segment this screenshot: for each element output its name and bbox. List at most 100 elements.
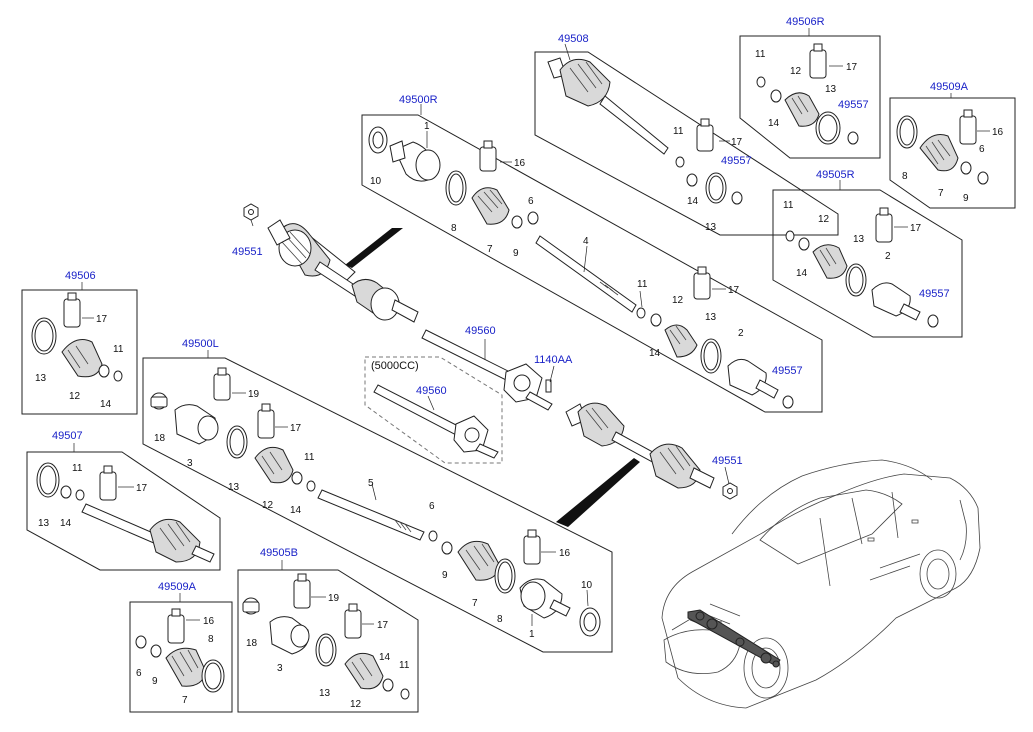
item-11-49506R: 11	[755, 49, 766, 60]
item-6-49509A-right: 6	[979, 144, 985, 155]
boot-12-49506R	[784, 92, 820, 127]
item-16-49500L: 16	[559, 548, 571, 559]
ring-11-49508	[675, 156, 685, 168]
item-11-49508: 11	[673, 126, 684, 137]
grease-16-49509A-right	[959, 115, 977, 145]
shaft-4	[535, 235, 637, 313]
item-11-49500L: 11	[304, 452, 315, 463]
lower-right-shaft-assembly	[565, 402, 715, 489]
item-12-49505B: 12	[350, 699, 362, 710]
label-49508[interactable]: 49508	[558, 33, 589, 45]
label-49557-49508[interactable]: 49557	[721, 155, 752, 167]
item-2: 2	[738, 328, 744, 339]
panel-5000cc-option	[364, 356, 503, 464]
item-13-49505R: 13	[853, 234, 865, 245]
label-49506[interactable]: 49506	[65, 270, 96, 282]
grease-19-49505B	[293, 579, 311, 609]
item-12: 12	[672, 295, 684, 306]
grease-17-49500R	[693, 272, 711, 300]
panel-49505R	[772, 189, 963, 338]
item-13-49500L: 13	[228, 482, 240, 493]
item-19-49500L: 19	[248, 389, 260, 400]
item-19-49505B: 19	[328, 593, 340, 604]
leader-lines	[73, 28, 990, 626]
grease-16-49509A-left	[167, 614, 185, 644]
ring-11-49507	[75, 489, 85, 501]
grease-16-49500L	[523, 535, 541, 565]
grease-16	[479, 146, 497, 172]
panel-49500R	[361, 114, 823, 413]
label-49507[interactable]: 49507	[52, 430, 83, 442]
boot-12-49500L	[254, 446, 294, 484]
clamp-14-49505B	[382, 678, 394, 692]
connector-wedge-bottom	[556, 458, 640, 527]
panel-49500L	[142, 357, 613, 653]
grease-19-49500L	[213, 373, 231, 401]
item-12-49506R: 12	[790, 66, 802, 77]
label-49557-49500R[interactable]: 49557	[772, 365, 803, 377]
grease-17-49508	[696, 124, 714, 152]
grease-17-49506	[63, 298, 81, 328]
panel-49509A-right	[889, 97, 1016, 209]
label-49551-top[interactable]: 49551	[232, 246, 263, 258]
boot-12-49506	[61, 339, 103, 378]
item-8-49509A-left: 8	[208, 634, 214, 645]
item-12-49500L: 12	[262, 500, 274, 511]
panel-49505B	[237, 569, 419, 713]
item-8: 8	[451, 223, 457, 234]
item-6-49500L: 6	[429, 501, 435, 512]
item-1: 1	[424, 121, 430, 132]
item-6-49509A-left: 6	[136, 668, 142, 679]
ring-49557-49506R	[847, 131, 859, 145]
panel-49508	[534, 51, 839, 236]
item-13-49506: 13	[35, 373, 47, 384]
boot-12-49505B	[344, 652, 384, 690]
label-49557-49506R[interactable]: 49557	[838, 99, 869, 111]
item-17-49506: 17	[96, 314, 108, 325]
outer-stub-shaft	[267, 219, 291, 246]
outer-stub-49500L	[549, 599, 571, 617]
clamp-14-49508	[686, 173, 698, 187]
item-18-49500L: 18	[154, 433, 166, 444]
item-11-49506: 11	[113, 344, 124, 355]
item-9-49509A-left: 9	[152, 676, 158, 687]
nut-49551-top	[243, 203, 259, 221]
label-49557-49505R[interactable]: 49557	[919, 288, 950, 300]
label-49505R[interactable]: 49505R	[816, 169, 855, 181]
stub-49507	[191, 545, 215, 563]
label-49506R[interactable]: 49506R	[786, 16, 825, 28]
grease-17-49507	[99, 471, 117, 501]
item-9: 9	[513, 248, 519, 259]
item-18-49505B: 18	[246, 638, 258, 649]
grease-17-49505B	[344, 609, 362, 639]
clamp-14-49500R	[650, 313, 662, 327]
label-49500R[interactable]: 49500R	[399, 94, 438, 106]
boot-7-49500L	[457, 540, 501, 581]
label-49560-5000cc[interactable]: 49560	[416, 385, 447, 397]
label-49551-bottom[interactable]: 49551	[712, 455, 743, 467]
item-17-49506R: 17	[846, 62, 858, 73]
inner-stub-shaft	[391, 299, 419, 323]
label-49509A-right[interactable]: 49509A	[930, 81, 969, 93]
clamp-9	[511, 215, 523, 229]
label-49560[interactable]: 49560	[465, 325, 496, 337]
clamp-9-49509A-right	[960, 161, 972, 175]
item-8-49500L: 8	[497, 614, 503, 625]
panel-49506R	[739, 35, 881, 159]
ring-11-49506R	[756, 76, 766, 88]
item-7-49509A-left: 7	[182, 695, 188, 706]
clamp-14-49505R	[798, 237, 810, 251]
item-10-49500L: 10	[581, 580, 593, 591]
label-49505B[interactable]: 49505B	[260, 547, 298, 559]
item-11-49507: 11	[72, 463, 83, 474]
item-3-49500L: 3	[187, 458, 193, 469]
ring-49557-49500R	[782, 395, 794, 409]
inner-joint-stub	[755, 379, 779, 399]
item-16-49509A-right: 16	[992, 127, 1004, 138]
joint-2-49505R	[871, 282, 911, 317]
label-1140AA[interactable]: 1140AA	[534, 354, 573, 366]
label-49509A-left[interactable]: 49509A	[158, 581, 197, 593]
item-17: 17	[728, 285, 740, 296]
label-49500L[interactable]: 49500L	[182, 338, 219, 350]
clamp-9-49509A-left	[150, 644, 162, 658]
